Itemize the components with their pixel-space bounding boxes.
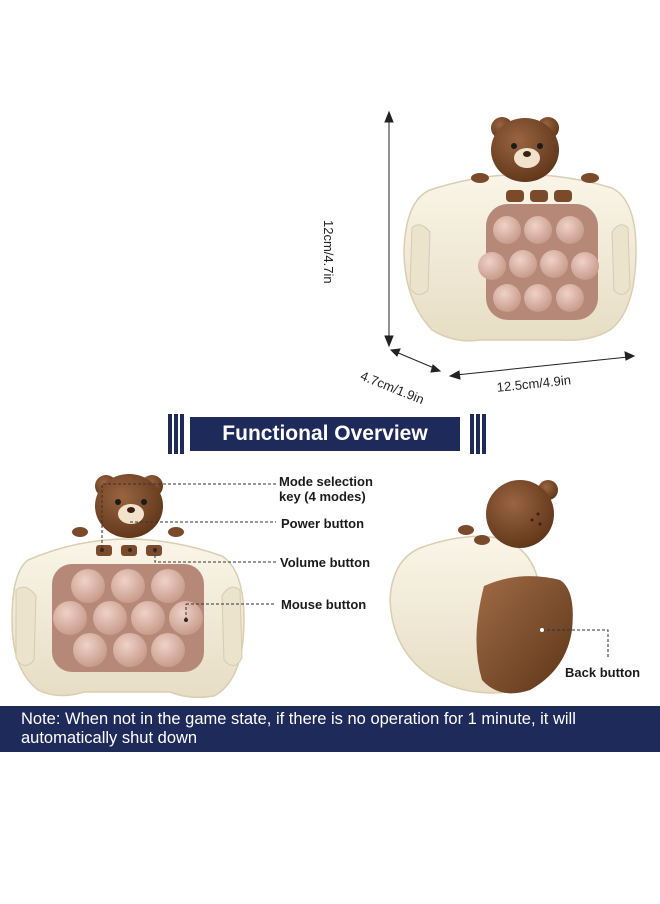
power-button-callout: Power button xyxy=(281,516,365,531)
back-button-callout: Back button xyxy=(565,665,641,680)
mode-callout-line2: key (4 modes) xyxy=(279,489,366,504)
mode-callout-line1: Mode selection xyxy=(279,474,373,489)
volume-button-callout: Volume button xyxy=(280,555,371,570)
height-dimension-label: 12cm/4.7in xyxy=(321,220,336,284)
mouse-button-callout: Mouse button xyxy=(281,597,367,612)
auto-shutdown-note: Note: When not in the game state, if the… xyxy=(0,706,660,752)
side-bear-head xyxy=(486,480,558,548)
top-product-view xyxy=(384,110,637,380)
depth-dimension-line xyxy=(389,348,442,373)
banner-title: Functional Overview xyxy=(190,417,460,451)
top-bear-head xyxy=(491,117,559,182)
note-line2: automatically shut down xyxy=(21,729,198,747)
functional-overview-banner: Functional Overview xyxy=(168,414,494,454)
height-dimension-line xyxy=(384,110,394,348)
side-product-view xyxy=(389,480,609,694)
width-dimension-line xyxy=(448,351,636,380)
front-product-view xyxy=(11,474,276,699)
mode-selection-callout: Mode selection key (4 modes) xyxy=(279,474,373,504)
note-line1: Note: When not in the game state, if the… xyxy=(21,710,576,728)
